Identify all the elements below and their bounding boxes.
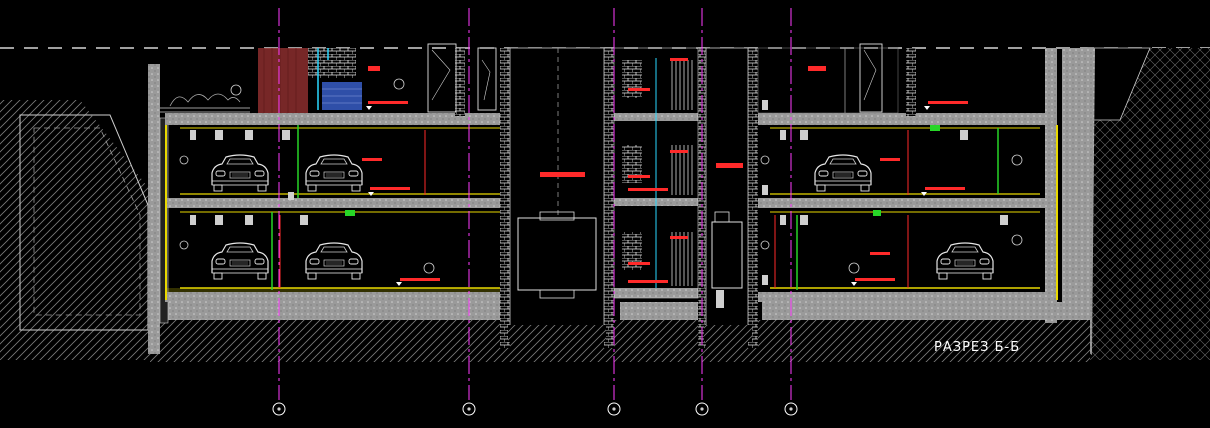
car [936,242,994,280]
right-earth [1085,48,1210,360]
axis-bubble-dot [277,407,281,411]
shaft-wall-left [500,48,510,348]
right-retaining-wall [1062,48,1095,355]
planting [169,93,241,107]
left-outer-wall [148,64,160,354]
car [211,154,269,192]
ground-floor-right [757,43,899,114]
axis-bubble-dot [467,407,471,411]
axis-layer [272,8,798,416]
axis-bubble-dot [789,407,793,411]
ground-floor-left [160,43,497,113]
foundation [150,320,1090,362]
car [305,242,363,280]
stair-block [613,47,699,299]
right-outer-wall [1045,48,1057,323]
left-earth [0,100,150,360]
small-annotations [190,100,1008,285]
car [305,154,363,192]
section-title: РАЗРЕЗ Б-Б [934,340,1021,355]
callout-circles [179,78,1023,274]
elevator-shaft-right [704,47,752,341]
axis-bubble-dot [612,407,616,411]
elevation-marks [362,58,968,283]
stair-block-slabs [612,113,704,298]
car [814,154,872,192]
right-block-slabs [755,113,1045,302]
brick-facade [258,48,308,113]
axis-bubble-dot [700,407,704,411]
left-block-slabs [165,113,505,302]
cars-layer [211,154,994,280]
shaft-wall-right [604,48,614,348]
door [427,43,457,113]
car [211,242,269,280]
level-triangles [366,106,930,286]
elevator-shaft-left [508,47,606,341]
